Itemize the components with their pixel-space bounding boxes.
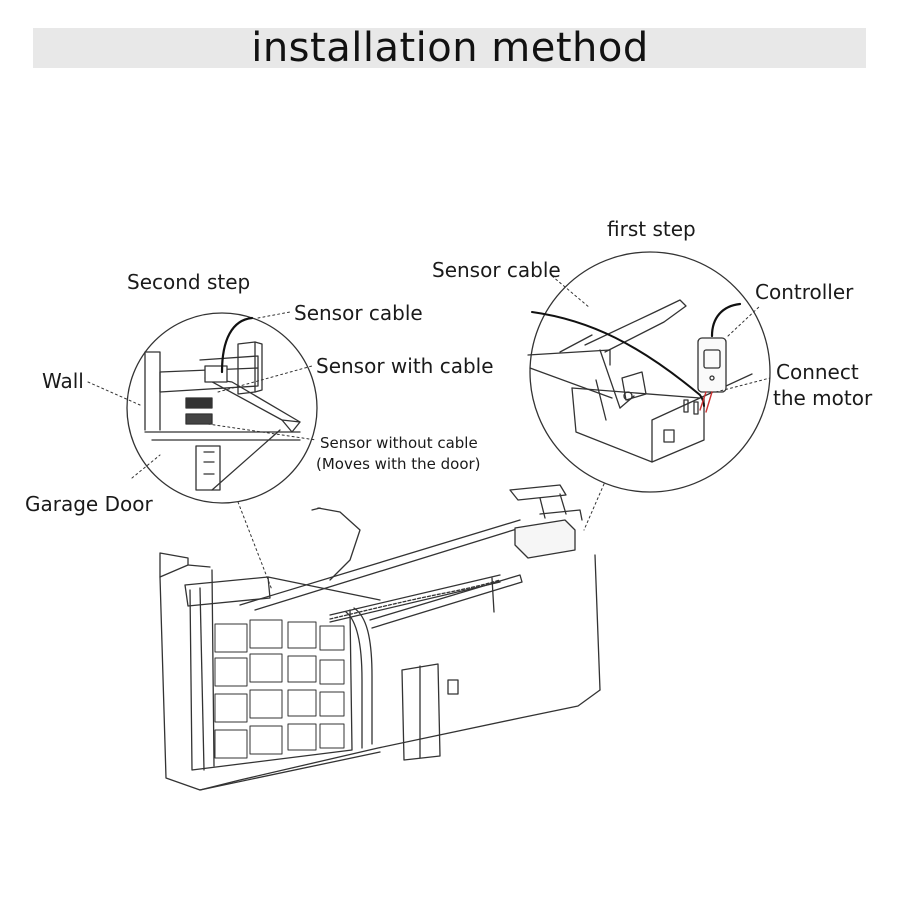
label-moves-with-door: (Moves with the door) (316, 455, 481, 473)
first-step-detail-circle (529, 251, 771, 493)
controller-cable (710, 302, 742, 338)
label-connect: Connect (776, 360, 859, 384)
label-sensor-with-cable: Sensor with cable (316, 354, 494, 378)
page-title: installation method (251, 25, 649, 71)
label-controller: Controller (755, 280, 854, 304)
controller-device (697, 337, 727, 393)
garage-illustration (159, 484, 601, 791)
label-garage-door: Garage Door (25, 492, 153, 516)
left-sensor-cable (220, 316, 254, 374)
label-sensor-cable-right: Sensor cable (432, 258, 561, 282)
label-wall: Wall (42, 369, 84, 393)
second-step-detail-circle (126, 312, 318, 504)
sensor-without-cable (185, 413, 213, 425)
label-sensor-cable-left: Sensor cable (294, 301, 423, 325)
sensor-with-cable (185, 397, 213, 409)
motor-head-illustration (527, 299, 753, 463)
label-sensor-without-cable: Sensor without cable (320, 434, 478, 452)
title-bar (33, 28, 866, 68)
label-second-step: Second step (127, 270, 251, 294)
label-the-motor: the motor (773, 386, 873, 410)
wall-bracket-illustration (144, 341, 301, 491)
label-first-step: first step (607, 217, 696, 241)
